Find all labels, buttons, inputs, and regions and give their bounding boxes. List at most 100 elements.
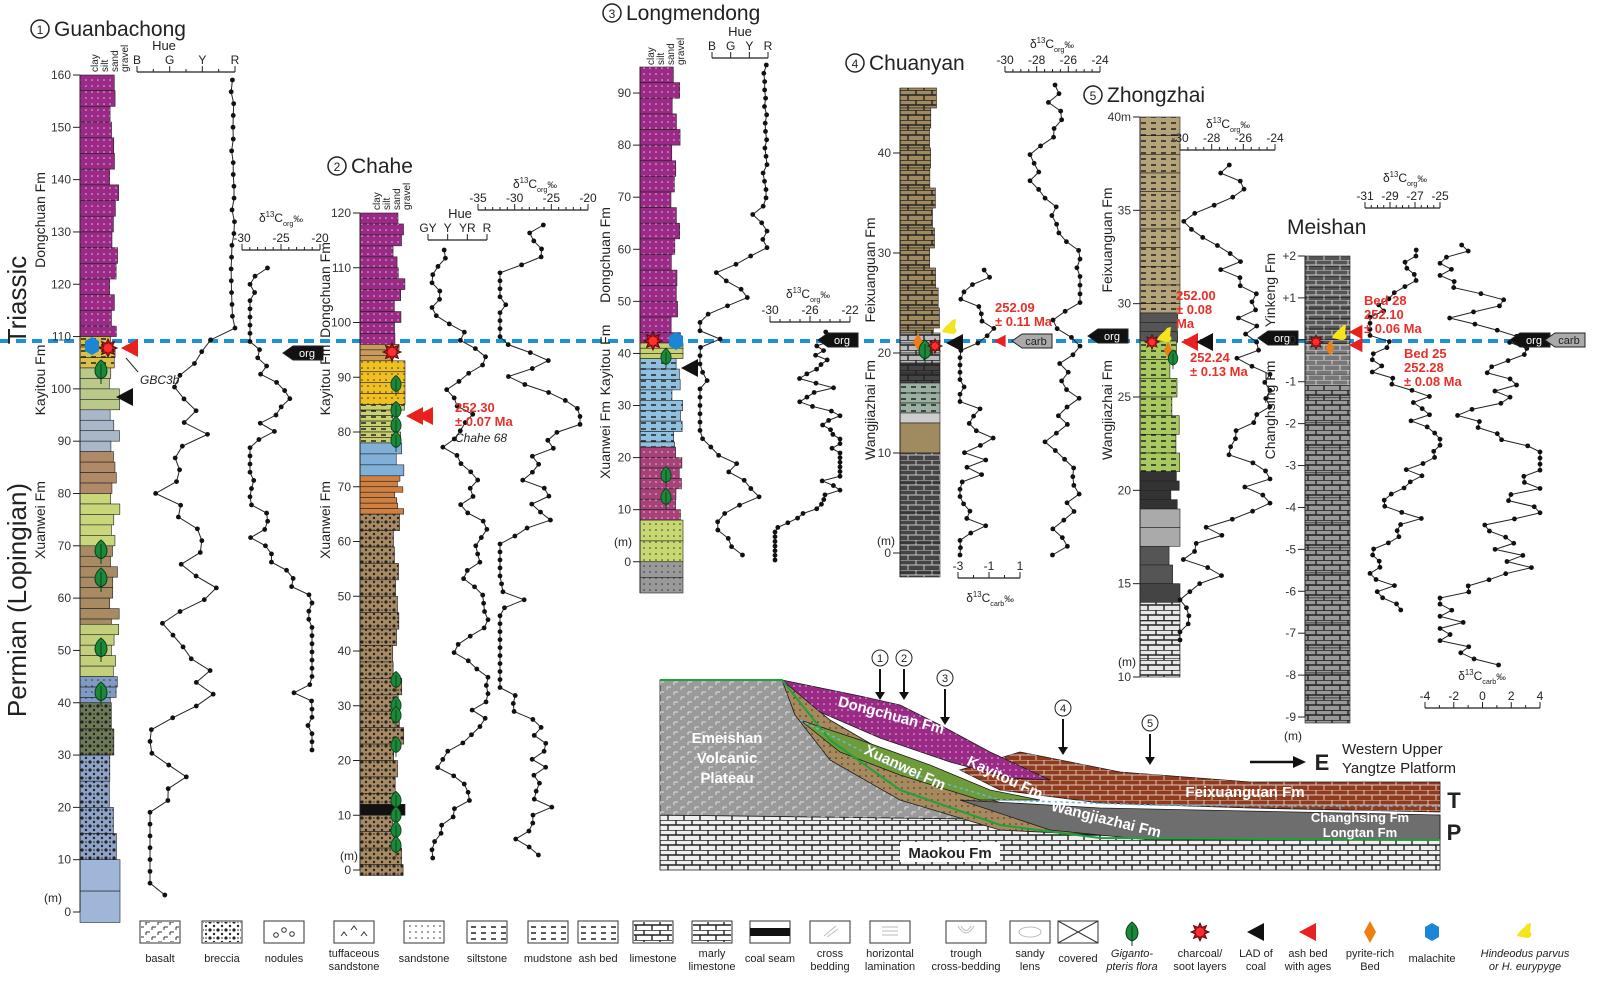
data-point (819, 501, 824, 507)
lithology-texture (360, 223, 404, 235)
data-point (1056, 230, 1062, 236)
lithology-bed (79, 451, 114, 463)
data-point (529, 501, 535, 507)
data-point (480, 518, 486, 524)
leaf-icon (660, 465, 672, 487)
data-point (461, 576, 466, 582)
data-point (1253, 307, 1258, 313)
data-point (1437, 601, 1443, 607)
period-label-triassic: Triassic (2, 256, 32, 345)
lithology-texture (360, 311, 401, 323)
curve-line (149, 79, 236, 896)
lithology-bed (1139, 564, 1173, 584)
data-point (814, 343, 820, 349)
swatch-pattern (203, 922, 241, 942)
lithology-texture (1305, 318, 1350, 329)
depth-tick-label: -6 (1285, 584, 1296, 598)
data-point (1403, 467, 1409, 473)
data-point (738, 286, 744, 292)
section-name: Chahe (351, 155, 413, 178)
data-point (531, 732, 537, 738)
leaf-icon (390, 374, 402, 396)
lithology-texture (1305, 287, 1350, 298)
data-point (1186, 613, 1192, 619)
delta-label-part: ‰ (820, 290, 830, 301)
lithology-bed (1139, 490, 1172, 500)
data-point (177, 372, 183, 378)
data-point (309, 747, 315, 753)
lithology-texture (900, 453, 940, 483)
lithology-texture (900, 248, 930, 268)
lithology-texture (640, 499, 676, 510)
delta13c-org-label: δ13Corg‰ (1383, 170, 1427, 188)
d13c-org-axis: -35-30-25-20 (469, 191, 597, 211)
delta-label-part: δ (1458, 669, 1465, 683)
d13c-carb-curve (957, 267, 997, 558)
delta-label-part: 13 (793, 286, 802, 295)
data-point (1389, 381, 1395, 387)
data-point (1234, 355, 1240, 361)
lithology-texture (360, 694, 399, 712)
section-name: Longmendong (626, 2, 760, 25)
data-point (1077, 291, 1083, 297)
data-point (763, 187, 769, 192)
lithology-bed (79, 409, 111, 421)
data-point (837, 436, 843, 442)
data-point (1027, 152, 1033, 158)
lithology-texture (1140, 359, 1170, 379)
data-point (497, 286, 503, 292)
depth-tick-label: 50 (58, 643, 72, 657)
section-name: Meishan (1287, 216, 1366, 239)
lithology-texture (1305, 535, 1350, 548)
data-point (1064, 239, 1069, 245)
swatch-pattern (405, 922, 443, 942)
data-point (1437, 638, 1443, 644)
data-point (1521, 473, 1527, 479)
data-point (737, 502, 742, 508)
data-point (1507, 376, 1513, 382)
data-point (478, 535, 484, 540)
data-point (1432, 455, 1438, 460)
lithology-texture (900, 228, 935, 248)
data-point (1399, 509, 1405, 515)
legend-label: pteris flora (1105, 961, 1157, 973)
leaf-icon (94, 637, 108, 662)
lithology-bed (79, 399, 120, 411)
lithology-texture (1305, 572, 1350, 586)
data-point (814, 366, 820, 372)
data-point (465, 658, 471, 664)
lithology-texture (1140, 303, 1180, 313)
data-point (290, 576, 296, 581)
nodule-mark (281, 927, 287, 933)
depth-tick-label: 0 (624, 555, 631, 569)
data-point (470, 411, 476, 417)
data-point (429, 847, 435, 853)
data-point (1254, 339, 1260, 345)
boundary-tag-org: org (1087, 328, 1129, 344)
data-point (959, 479, 965, 485)
data-point (265, 265, 270, 271)
lithology-texture (1305, 485, 1350, 498)
lithology-texture (1305, 276, 1350, 288)
data-point (537, 780, 542, 786)
age-error: ± 0.13 Ma (1190, 364, 1248, 379)
grain-size-label: silt (100, 60, 111, 72)
data-point (500, 589, 506, 595)
delta-label-part: δ (1383, 171, 1390, 185)
data-point (199, 538, 205, 544)
kayitou-unit (799, 719, 1041, 801)
tag-label: org (1526, 335, 1542, 347)
data-point (1520, 553, 1526, 558)
data-point (957, 486, 963, 492)
charcoal-icon (1189, 921, 1211, 943)
data-point (531, 238, 537, 244)
data-point (1055, 413, 1061, 419)
axis-tick-label: GY (419, 221, 436, 235)
data-point (467, 798, 472, 803)
lithology-texture (360, 437, 396, 443)
data-point (201, 597, 207, 603)
data-point (797, 376, 802, 381)
grain-size-label: sand (110, 50, 121, 72)
